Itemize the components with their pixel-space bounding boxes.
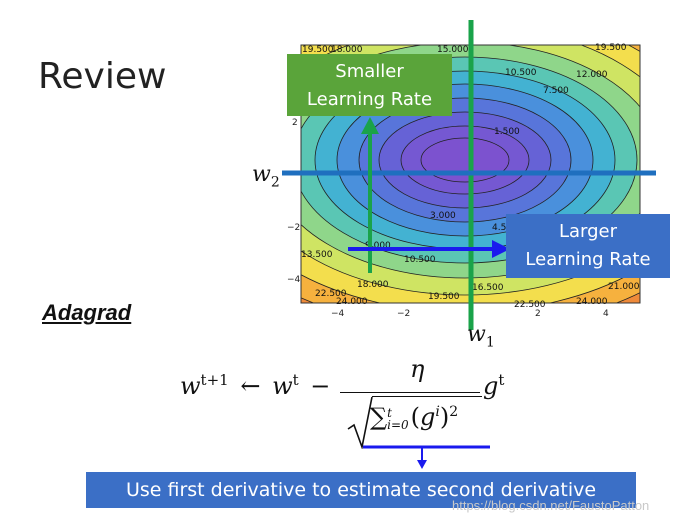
contour-label: 18.000 [357,280,389,290]
contour-label: 13.500 [301,250,333,260]
contour-label: 7.500 [543,86,569,96]
larger-learning-rate-callout: Larger Learning Rate [506,214,670,278]
contour-label: 24.000 [576,297,608,307]
larger-lr-arrowhead [492,240,510,258]
watermark: https://blog.csdn.net/FaustoPatton [452,498,650,513]
x-tick-label: 4 [603,309,609,319]
contour-label: 22.500 [514,300,546,310]
formula-eta: η [410,355,425,383]
contour-label: 10.500 [404,255,436,265]
contour-label: 15.000 [437,45,469,55]
contour-label: 3.000 [430,211,456,221]
smaller-learning-rate-callout: Smaller Learning Rate [287,54,452,116]
formula-lhs: wt+1 ← wt − [180,371,331,400]
w2-label: w2 [252,162,280,191]
y-tick-labels: 2 −2 −4 [287,118,301,285]
section-heading-adagrad: Adagrad [42,300,132,325]
contour-label: 16.500 [472,283,504,293]
y-tick-label: −2 [287,223,300,233]
callout-line: Learning Rate [525,249,651,270]
y-tick-label: −4 [287,275,301,285]
contour-label: 9.000 [365,241,391,251]
x-tick-labels: −4 −2 2 4 [331,309,609,319]
smaller-lr-arrowhead [361,117,379,134]
x-tick-label: −4 [331,309,345,319]
fraction-bar [340,392,480,393]
slide-title: Review [38,56,167,97]
contour-label: 19.500 [428,292,460,302]
callout-line: Larger [558,221,618,242]
callout-line: Learning Rate [306,89,433,110]
contour-label: 4.5 [492,223,506,233]
bottom-caption-bar: Use first derivative to estimate second … [86,472,636,508]
contour-labels: 19.500 18.000 15.000 19.500 10.500 12.00… [301,43,640,310]
callout-line: Smaller [335,61,404,82]
sqrt-sign [347,396,373,449]
sqrt-overbar [372,396,482,397]
x-tick-label: −2 [397,309,410,319]
contour-label: 24.000 [336,297,368,307]
formula-g: gt [483,371,505,400]
contour-label: 1.500 [494,127,520,137]
contour-label: 19.500 [595,43,627,53]
contour-label: 22.500 [315,289,347,299]
x-tick-label: 2 [535,309,541,319]
w1-label: w1 [467,322,495,351]
contour-label: 21.000 [608,282,640,292]
y-tick-label: 2 [292,118,298,128]
contour-label: 18.000 [331,45,363,55]
pointer-arrowhead [417,460,427,469]
contour-label: 12.000 [576,70,608,80]
contour-label: 10.500 [505,68,537,78]
contour-label: 19.500 [302,45,334,55]
